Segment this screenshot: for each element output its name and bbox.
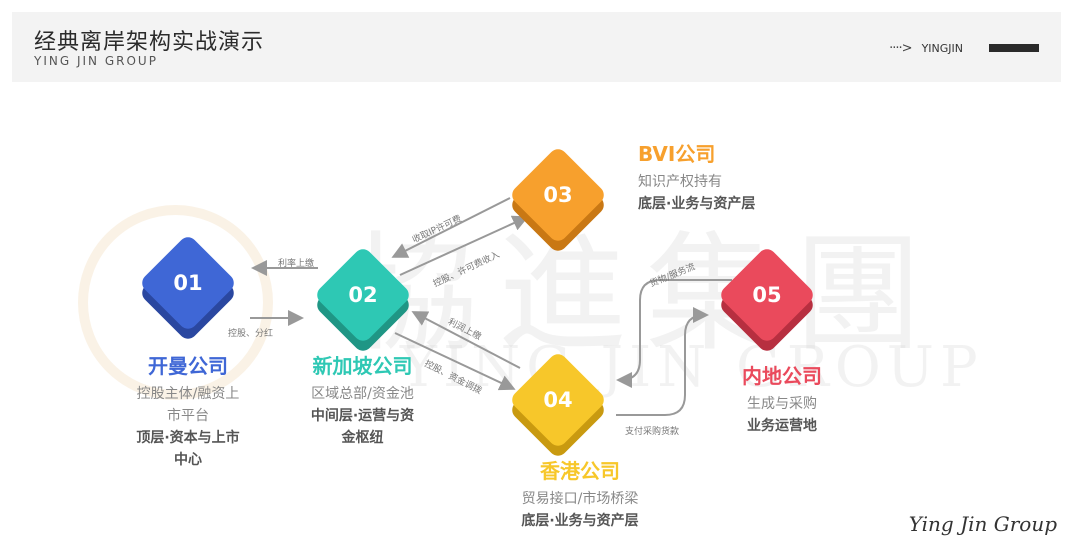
node-desc-line: 市平台 bbox=[167, 408, 209, 424]
node-tier-line: 底层·业务与资产层 bbox=[521, 513, 639, 529]
node-02-diamond: 02 bbox=[313, 245, 413, 355]
node-desc: 控股主体/融资上 市平台 bbox=[118, 383, 258, 427]
arrow-04-to-02 bbox=[411, 311, 521, 369]
node-04-diamond: 04 bbox=[508, 350, 608, 460]
node-number: 02 bbox=[348, 283, 378, 307]
flow-label-02-01: 利率上缴 bbox=[278, 259, 315, 269]
node-tier: 底层·业务与资产层 bbox=[638, 193, 808, 215]
node-05-diamond: 05 bbox=[717, 245, 817, 355]
node-tier-line: 顶层·资本与上市 bbox=[136, 430, 240, 446]
node-desc: 生成与采购 bbox=[722, 393, 842, 415]
node-desc: 区域总部/资金池 bbox=[290, 383, 435, 405]
node-desc-line: 控股主体/融资上 bbox=[136, 386, 240, 402]
node-tier: 顶层·资本与上市 中心 bbox=[118, 427, 258, 471]
logo-watermark-circle bbox=[78, 205, 273, 400]
header-bar-decoration bbox=[989, 44, 1039, 52]
node-desc: 知识产权持有 bbox=[638, 171, 808, 193]
node-name: BVI公司 bbox=[638, 142, 716, 166]
node-02-label: 新加坡公司 区域总部/资金池 中间层·运营与资 金枢纽 bbox=[290, 350, 435, 449]
node-desc-line: 生成与采购 bbox=[747, 396, 817, 412]
node-tier: 业务运营地 bbox=[722, 415, 842, 437]
node-name: 新加坡公司 bbox=[312, 354, 413, 378]
page-title: 经典离岸架构实战演示 bbox=[34, 30, 265, 55]
node-03-diamond: 03 bbox=[508, 145, 608, 255]
arrow-04-to-05 bbox=[616, 307, 709, 416]
dotted-arrow-icon: ····> bbox=[889, 40, 912, 56]
signature-logo: Ying Jin Group bbox=[908, 512, 1057, 536]
node-number: 03 bbox=[543, 183, 573, 207]
node-name: 内地公司 bbox=[742, 364, 822, 388]
node-desc-line: 贸易接口/市场桥梁 bbox=[521, 491, 639, 507]
node-tier: 中间层·运营与资 金枢纽 bbox=[290, 405, 435, 449]
node-03-label: BVI公司 知识产权持有 底层·业务与资产层 bbox=[638, 138, 808, 215]
flow-label-04-05: 支付采购货款 bbox=[625, 427, 680, 437]
node-tier: 底层·业务与资产层 bbox=[500, 510, 660, 532]
node-04-label: 香港公司 贸易接口/市场桥梁 底层·业务与资产层 bbox=[500, 455, 660, 532]
arrow-02-to-03 bbox=[399, 215, 529, 276]
flow-label-01-02: 控股、分红 bbox=[228, 329, 274, 339]
header-right: ····> YINGJIN bbox=[889, 38, 1039, 58]
node-desc-line: 知识产权持有 bbox=[638, 174, 722, 190]
node-desc-line: 区域总部/资金池 bbox=[311, 386, 414, 402]
node-tier-line: 金枢纽 bbox=[341, 430, 384, 446]
node-number: 05 bbox=[752, 283, 782, 307]
arrow-05-to-04 bbox=[616, 279, 732, 388]
node-name: 香港公司 bbox=[540, 459, 620, 483]
node-05-label: 内地公司 生成与采购 业务运营地 bbox=[722, 360, 842, 437]
node-name: 开曼公司 bbox=[148, 354, 228, 378]
node-desc: 贸易接口/市场桥梁 bbox=[500, 488, 660, 510]
node-tier-line: 底层·业务与资产层 bbox=[638, 196, 756, 212]
node-number: 04 bbox=[543, 388, 573, 412]
node-01-diamond: 01 bbox=[138, 233, 238, 343]
node-tier-line: 业务运营地 bbox=[747, 418, 817, 434]
arrow-03-to-02 bbox=[391, 197, 511, 258]
node-tier-line: 中心 bbox=[174, 452, 202, 468]
page-subtitle: YING JIN GROUP bbox=[34, 54, 158, 68]
header-bar: 经典离岸架构实战演示 YING JIN GROUP ····> YINGJIN bbox=[12, 12, 1061, 82]
arrow-02-to-04 bbox=[394, 332, 516, 391]
node-number: 01 bbox=[173, 271, 203, 295]
node-tier-line: 中间层·运营与资 bbox=[310, 408, 415, 424]
header-right-label: YINGJIN bbox=[921, 41, 963, 55]
node-01-label: 开曼公司 控股主体/融资上 市平台 顶层·资本与上市 中心 bbox=[118, 350, 258, 471]
